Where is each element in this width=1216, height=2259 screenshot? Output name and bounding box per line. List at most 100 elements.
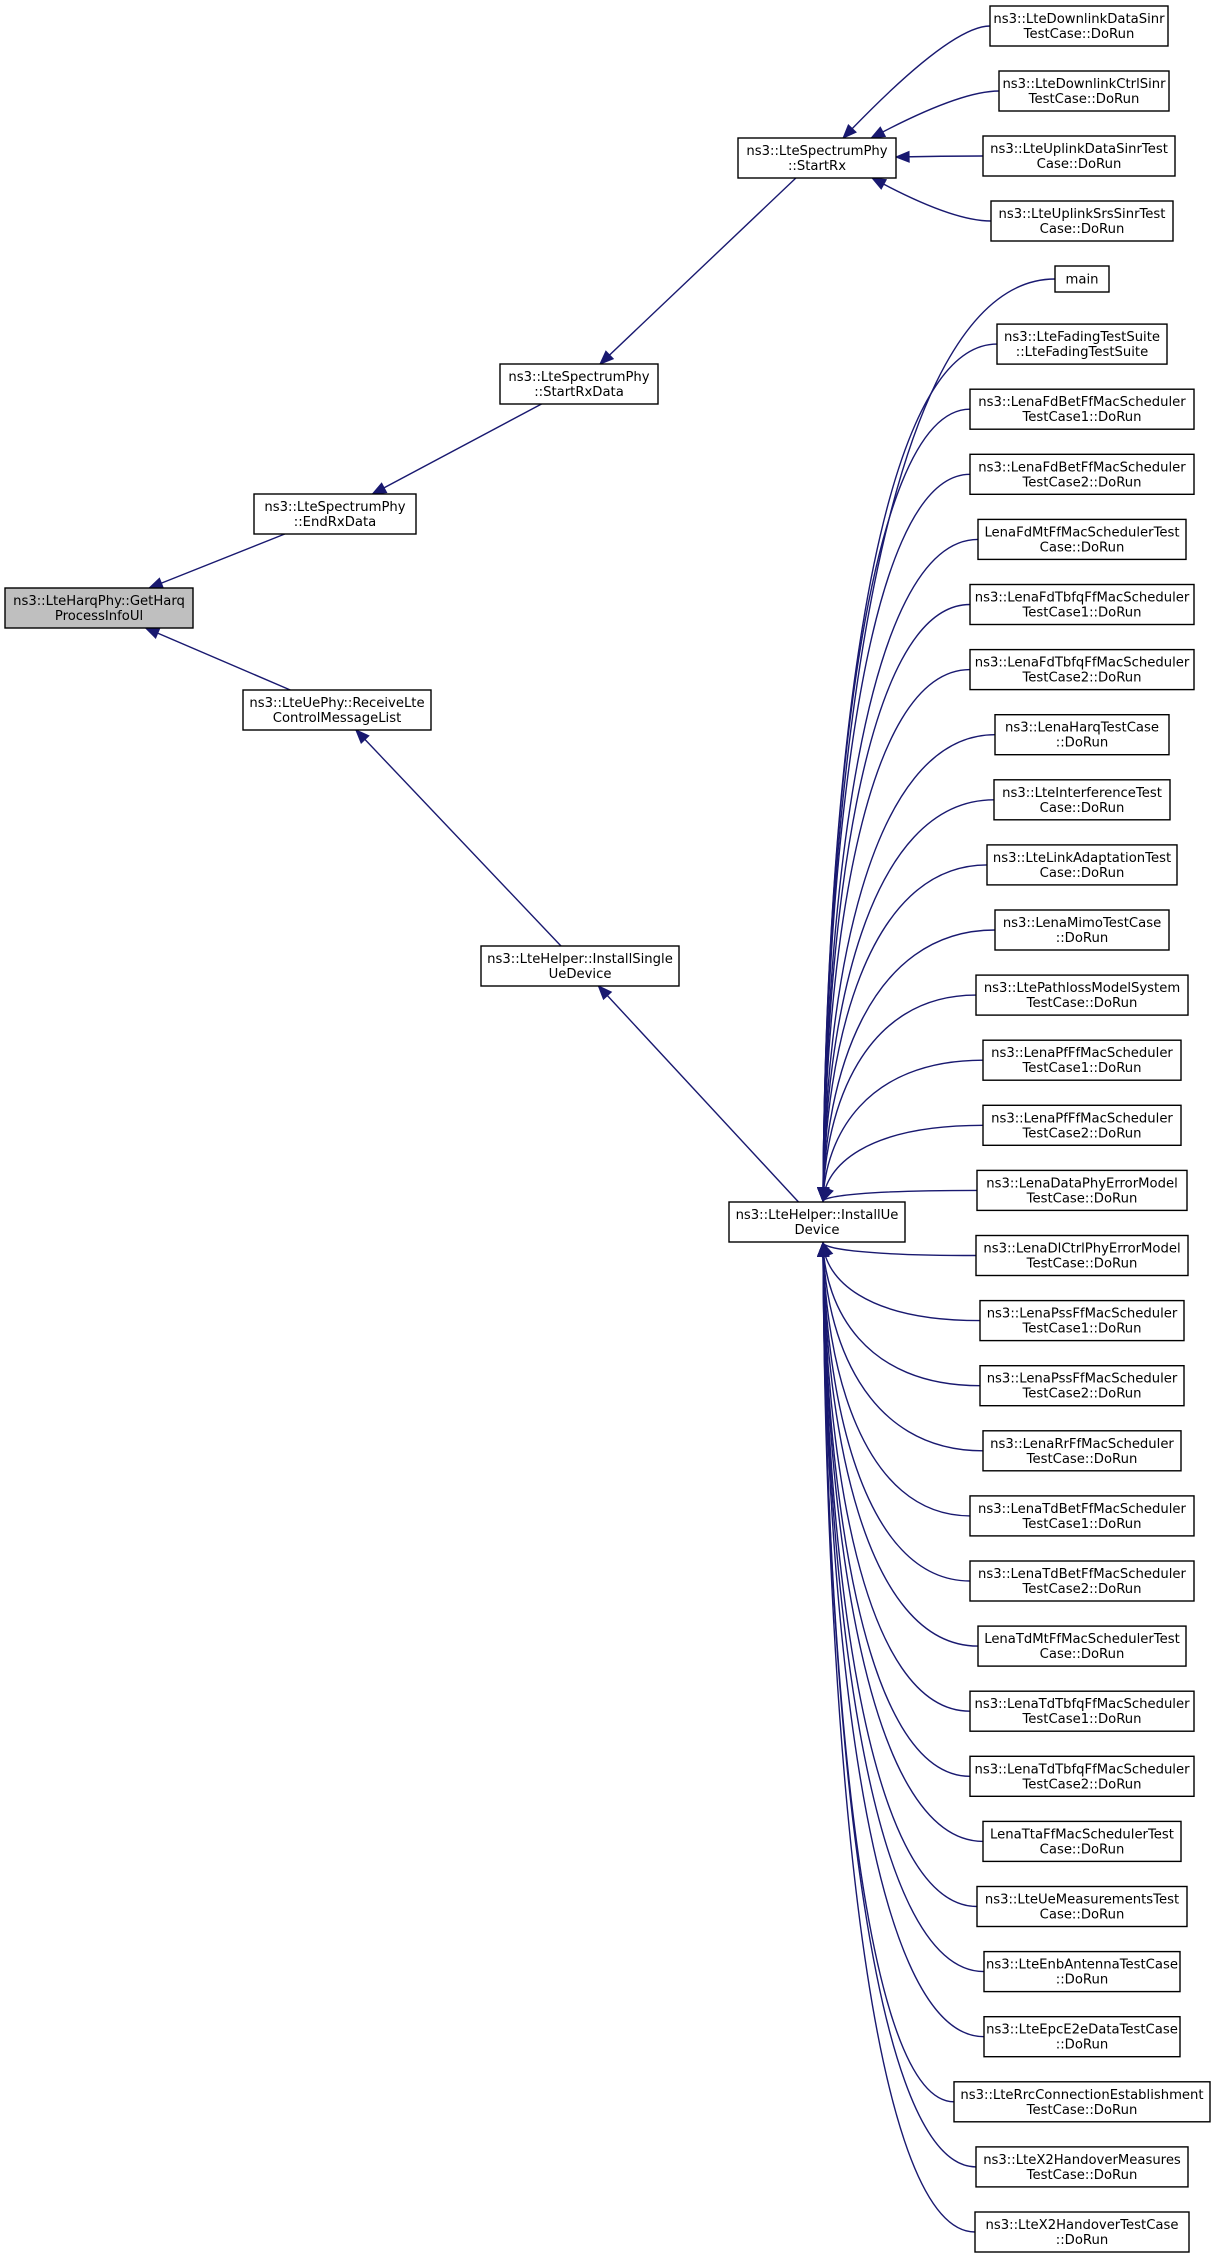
node-c06[interactable]: ns3::LenaFdTbfqFfMacSchedulerTestCase2::…: [969, 648, 1195, 691]
node-box: [969, 388, 1195, 430]
node-label-line: TestCase2::DoRun: [1021, 1582, 1141, 1597]
node-label-line: ns3::LteEpcE2eDataTestCase: [986, 2023, 1178, 2038]
edge-c26-to-install_ue: [817, 1241, 985, 1973]
node-c07[interactable]: ns3::LenaHarqTestCase::DoRun: [994, 714, 1170, 756]
node-label-line: ns3::LenaPfFfMacScheduler: [991, 1111, 1173, 1126]
node-c30[interactable]: ns3::LteX2HandoverTestCase::DoRun: [974, 2211, 1190, 2253]
node-c10[interactable]: ns3::LenaMimoTestCase::DoRun: [994, 909, 1170, 951]
edge-startrxdata-to-endrx: [371, 403, 542, 495]
node-label-line: ns3::LtePathlossModelSystem: [984, 981, 1180, 996]
node-box: [986, 844, 1178, 886]
node-box: [998, 70, 1170, 112]
node-c01[interactable]: ns3::LteFadingTestSuite::LteFadingTestSu…: [996, 323, 1168, 365]
node-label-line: ::DoRun: [1056, 931, 1108, 946]
node-label-line: TestCase::DoRun: [1026, 2168, 1138, 2183]
node-label-line: UeDevice: [549, 967, 612, 982]
node-label-line: ::LteFadingTestSuite: [1016, 345, 1148, 360]
node-label-line: ::DoRun: [1056, 2233, 1108, 2248]
edge-endrx-to-root: [147, 533, 286, 589]
edge-arrowhead: [869, 126, 887, 139]
edge-line: [822, 1242, 971, 1517]
node-c29[interactable]: ns3::LteX2HandoverMeasuresTestCase::DoRu…: [975, 2146, 1189, 2188]
node-label-line: TestCase2::DoRun: [1021, 1777, 1141, 1792]
node-box: [996, 323, 1168, 365]
node-label-line: ns3::LenaHarqTestCase: [1005, 721, 1159, 736]
node-startrx[interactable]: ns3::LteSpectrumPhy::StartRx: [737, 137, 897, 179]
node-label-line: main: [1066, 273, 1099, 288]
node-label-line: ns3::LteHelper::InstallUe: [736, 1208, 899, 1223]
node-label-line: LenaFdMtFfMacSchedulerTest: [984, 525, 1179, 540]
node-label-line: LenaTtaFfMacSchedulerTest: [990, 1827, 1174, 1842]
node-c26[interactable]: ns3::LteEnbAntennaTestCase::DoRun: [983, 1950, 1181, 1993]
node-c00[interactable]: main: [1054, 265, 1110, 293]
node-startrxdata[interactable]: ns3::LteSpectrumPhy::StartRxData: [499, 363, 659, 405]
node-box: [989, 5, 1169, 47]
node-label-line: ::DoRun: [1056, 736, 1108, 751]
node-label-line: TestCase::DoRun: [1026, 2103, 1138, 2118]
edge-c30-to-install_ue: [817, 1241, 976, 2233]
node-c17[interactable]: ns3::LenaPssFfMacSchedulerTestCase2::DoR…: [979, 1364, 1185, 1407]
node-label-line: ns3::LteInterferenceTest: [1002, 786, 1162, 801]
edge-c25-to-install_ue: [817, 1241, 978, 1908]
node-label-line: TestCase::DoRun: [1028, 92, 1140, 107]
node-c11[interactable]: ns3::LtePathlossModelSystemTestCase::DoR…: [975, 974, 1189, 1016]
node-label-line: ns3::LenaTdBetFfMacScheduler: [978, 1567, 1186, 1582]
edge-line: [822, 1124, 984, 1202]
edge-c03-to-install_ue: [817, 473, 971, 1203]
node-label-line: TestCase1::DoRun: [1021, 1061, 1141, 1076]
node-c20[interactable]: ns3::LenaTdBetFfMacSchedulerTestCase2::D…: [969, 1560, 1195, 1602]
node-c02[interactable]: ns3::LenaFdBetFfMacSchedulerTestCase1::D…: [969, 388, 1195, 430]
node-box: [994, 714, 1170, 756]
edge-line: [822, 994, 977, 1202]
edge-arrowhead: [822, 1186, 834, 1203]
node-c28[interactable]: ns3::LteRrcConnectionEstablishmentTestCa…: [953, 2081, 1211, 2123]
node-label-line: TestCase::DoRun: [1026, 1452, 1138, 1467]
node-c14[interactable]: ns3::LenaDataPhyErrorModelTestCase::DoRu…: [976, 1169, 1188, 1212]
node-label-line: ns3::LenaDlCtrlPhyErrorModel: [983, 1242, 1180, 1257]
node-label-line: Case::DoRun: [1040, 1842, 1125, 1857]
node-label-line: TestCase2::DoRun: [1021, 1387, 1141, 1402]
node-c16[interactable]: ns3::LenaPssFfMacSchedulerTestCase1::DoR…: [979, 1299, 1185, 1342]
edge-arrowhead: [147, 577, 165, 589]
node-label-line: ns3::LteX2HandoverTestCase: [986, 2218, 1179, 2233]
edge-line: [372, 403, 542, 495]
node-label-line: ns3::LteFadingTestSuite: [1004, 330, 1160, 345]
node-box: [974, 2211, 1190, 2253]
node-c23[interactable]: ns3::LenaTdTbfqFfMacSchedulerTestCase2::…: [969, 1755, 1195, 1798]
edge-arrowhead: [371, 482, 388, 495]
node-label-line: ProcessInfoUl: [55, 609, 143, 624]
edge-line: [822, 1242, 978, 1908]
node-box: [242, 689, 432, 731]
node-c22[interactable]: ns3::LenaTdTbfqFfMacSchedulerTestCase1::…: [969, 1690, 1195, 1732]
node-c12[interactable]: ns3::LenaPfFfMacSchedulerTestCase1::DoRu…: [982, 1039, 1182, 1081]
node-receive_ctrl[interactable]: ns3::LteUePhy::ReceiveLteControlMessageL…: [242, 689, 432, 731]
edge-line: [822, 1242, 985, 2038]
node-endrx[interactable]: ns3::LteSpectrumPhy::EndRxData: [253, 493, 417, 535]
edge-arrowhead: [842, 123, 857, 140]
node-c05[interactable]: ns3::LenaFdTbfqFfMacSchedulerTestCase1::…: [969, 583, 1195, 626]
node-label-line: ns3::LenaFdBetFfMacScheduler: [978, 460, 1186, 475]
edge-line: [822, 1242, 981, 1387]
node-c03[interactable]: ns3::LenaFdBetFfMacSchedulerTestCase2::D…: [969, 453, 1195, 495]
node-label-line: ns3::LteEnbAntennaTestCase: [986, 1958, 1178, 1973]
node-box: [253, 493, 417, 535]
node-box: [969, 1495, 1195, 1537]
node-c27[interactable]: ns3::LteEpcE2eDataTestCase::DoRun: [983, 2015, 1181, 2058]
node-c19[interactable]: ns3::LenaTdBetFfMacSchedulerTestCase1::D…: [969, 1495, 1195, 1537]
node-c15[interactable]: ns3::LenaDlCtrlPhyErrorModelTestCase::Do…: [975, 1234, 1189, 1277]
node-label-line: ns3::LenaRrFfMacScheduler: [990, 1437, 1174, 1452]
node-c13[interactable]: ns3::LenaPfFfMacSchedulerTestCase2::DoRu…: [982, 1104, 1182, 1147]
